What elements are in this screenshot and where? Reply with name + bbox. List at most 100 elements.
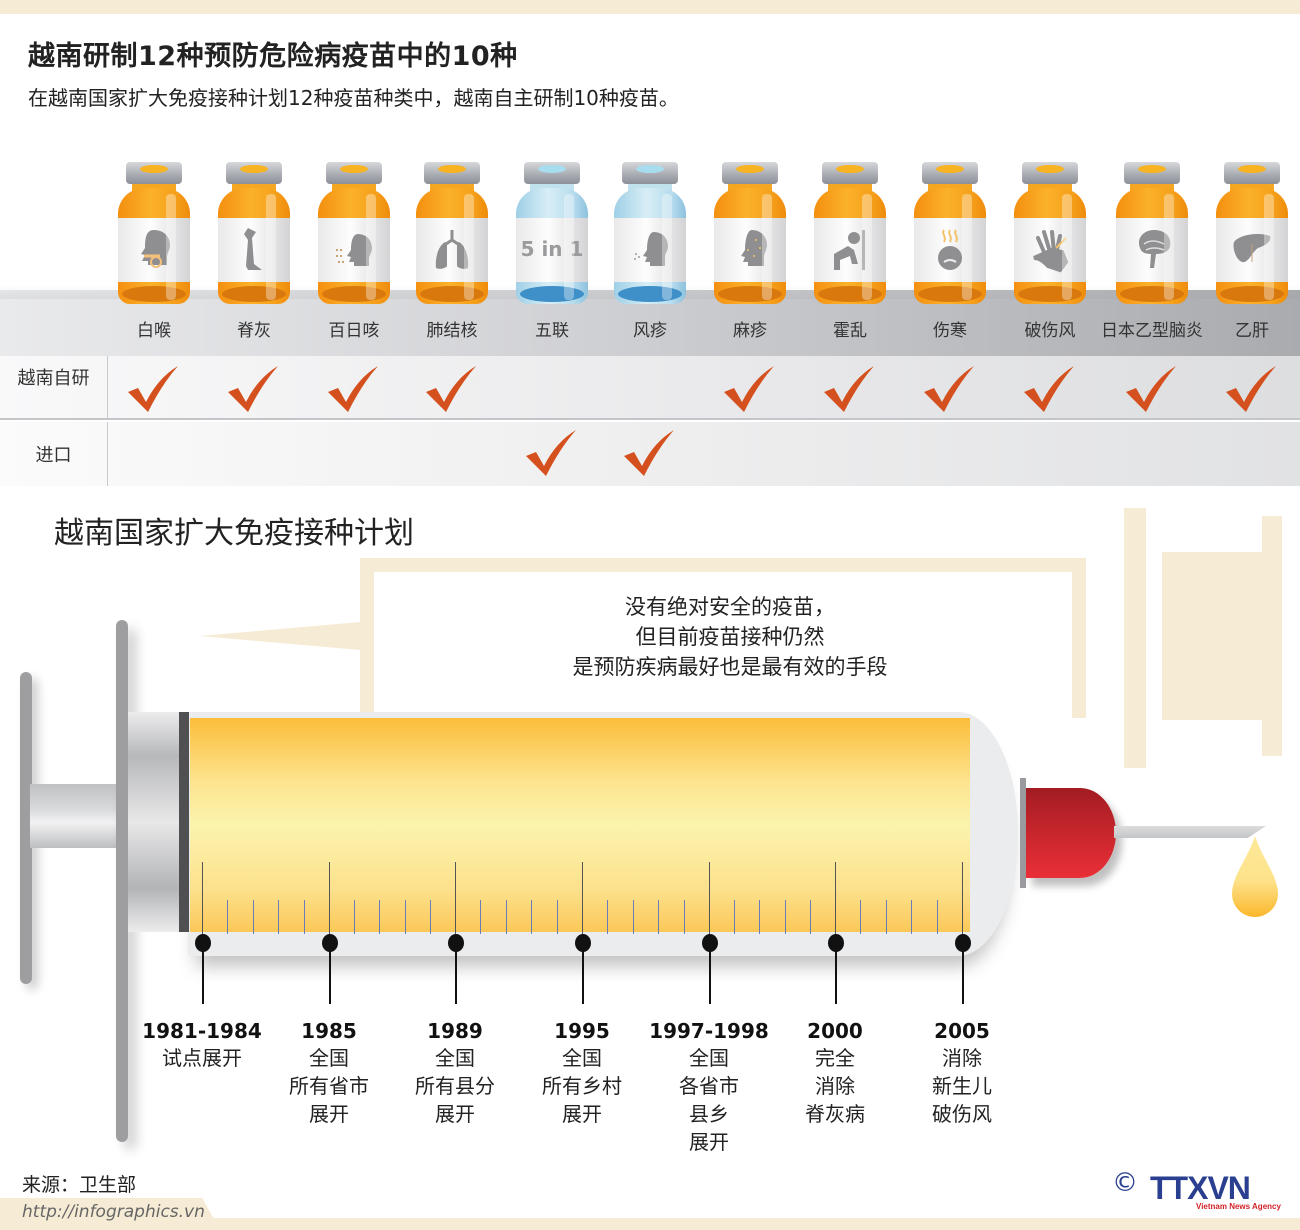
- timeline-stem: [455, 950, 457, 1004]
- vaccine-vial: [218, 162, 290, 308]
- scale-tick-minor: [379, 900, 380, 934]
- vial-cap: [126, 162, 182, 184]
- timeline-stem: [582, 950, 584, 1004]
- scale-tick-minor: [227, 900, 228, 934]
- five-in-one-label: 5 in 1: [520, 237, 584, 261]
- vial-cap: [922, 162, 978, 184]
- plunger-stopper: [179, 712, 189, 932]
- top-decor-band: [0, 0, 1300, 14]
- vial-shine: [1164, 194, 1174, 300]
- scale-tick-minor: [607, 900, 608, 934]
- check-icon: [126, 364, 182, 414]
- check-icon: [622, 428, 678, 478]
- page-subtitle: 在越南国家扩大免疫接种计划12种疫苗种类中，越南自主研制10种疫苗。: [28, 86, 679, 110]
- timeline-marker: [828, 934, 844, 952]
- scale-tick-minor: [886, 900, 887, 934]
- vaccine-name: 五联: [535, 321, 569, 341]
- vial-base: [1220, 286, 1284, 302]
- timeline-marker: [955, 934, 971, 952]
- vial-cap: [524, 162, 580, 184]
- vial-base: [322, 286, 386, 302]
- scale-tick-minor: [937, 900, 938, 934]
- vial-cap: [1224, 162, 1280, 184]
- quote-line: 但目前疫苗接种仍然: [635, 625, 825, 649]
- check-icon: [424, 364, 480, 414]
- timeline-year: 2000: [807, 1019, 863, 1043]
- url-tab: [0, 1198, 220, 1230]
- scale-tick-minor: [684, 900, 685, 934]
- scale-tick-minor: [557, 900, 558, 934]
- vomiting-icon: [834, 230, 865, 270]
- timeline-entry: 1981-1984 试点展开: [127, 1018, 277, 1072]
- timeline-year: 1997-1998: [649, 1019, 769, 1043]
- timeline-desc: 全国 各省市 县乡 展开: [679, 1046, 739, 1154]
- injured-hand-icon: [1033, 230, 1069, 273]
- vial-cap: [1022, 162, 1078, 184]
- sneeze-icon: [634, 232, 668, 266]
- timeline-desc: 全国 所有乡村 展开: [542, 1046, 622, 1126]
- decor-bar: [1262, 516, 1282, 756]
- title-number: 12: [138, 41, 177, 72]
- vaccine-vial: [1014, 162, 1086, 308]
- timeline-marker: [322, 934, 338, 952]
- vial-cap: [722, 162, 778, 184]
- vial-shine: [166, 194, 176, 300]
- timeline-stem: [835, 950, 837, 1004]
- liver-icon: [1233, 234, 1271, 263]
- lungs-icon: [435, 230, 469, 269]
- vial-label: [516, 218, 588, 282]
- copyright-icon: ©: [1112, 1168, 1138, 1198]
- vial-label: [218, 218, 290, 282]
- timeline-year: 1981-1984: [142, 1019, 262, 1043]
- scale-tick-minor: [480, 900, 481, 934]
- row-label-imported: 进口: [0, 422, 108, 486]
- vial-base: [1120, 286, 1184, 302]
- scale-tick-minor: [810, 900, 811, 934]
- timeline-marker: [195, 934, 211, 952]
- finger-flange: [116, 620, 128, 1142]
- timeline-stem: [962, 950, 964, 1004]
- check-icon: [1224, 364, 1280, 414]
- timeline-year: 1985: [301, 1019, 357, 1043]
- scale-tick-minor: [354, 900, 355, 934]
- check-icon: [1022, 364, 1078, 414]
- quote-line: 没有绝对安全的疫苗，: [625, 595, 835, 619]
- scale-tick-minor: [911, 900, 912, 934]
- vaccine-name: 麻疹: [733, 321, 767, 341]
- plunger-head: [128, 712, 182, 932]
- vaccine-vial: [1216, 162, 1288, 308]
- timeline-stem: [329, 950, 331, 1004]
- title-number: 10: [451, 41, 491, 72]
- timeline-entry: 1997-1998 全国 各省市 县乡 展开: [634, 1018, 784, 1156]
- scale-tick-minor: [430, 900, 431, 934]
- vaccine-name: 百日咳: [328, 321, 380, 341]
- timeline-desc: 完全 消除 脊灰病: [805, 1046, 865, 1126]
- vial-cap: [326, 162, 382, 184]
- source-text: 来源：卫生部: [22, 1174, 137, 1196]
- leg-icon: [244, 228, 262, 270]
- timeline-desc: 全国 所有县分 展开: [415, 1046, 495, 1126]
- scale-tick-minor: [506, 900, 507, 934]
- vial-shine: [962, 194, 972, 300]
- scale-tick-minor: [633, 900, 634, 934]
- syringe-liquid: [190, 718, 970, 932]
- vaccine-name: 伤寒: [933, 321, 967, 341]
- timeline-marker: [575, 934, 591, 952]
- vial-shine: [862, 194, 872, 300]
- website-link[interactable]: http://infographics.vn: [22, 1202, 205, 1222]
- vial-cap: [424, 162, 480, 184]
- vaccine-vial: 5 in 1: [516, 162, 588, 308]
- scale-tick-minor: [658, 900, 659, 934]
- scale-tick-major: [202, 862, 203, 934]
- check-icon: [922, 364, 978, 414]
- needle-hub-plate: [1020, 778, 1026, 888]
- timeline-desc: 试点展开: [162, 1046, 242, 1070]
- vial-shine: [464, 194, 474, 300]
- vaccine-vial: [416, 162, 488, 308]
- vial-shine: [1062, 194, 1072, 300]
- needle-hub: [1026, 788, 1116, 878]
- vial-base: [122, 286, 186, 302]
- vaccine-name: 霍乱: [833, 321, 867, 341]
- scale-tick-major: [962, 862, 963, 934]
- footer-band: [0, 1218, 1300, 1230]
